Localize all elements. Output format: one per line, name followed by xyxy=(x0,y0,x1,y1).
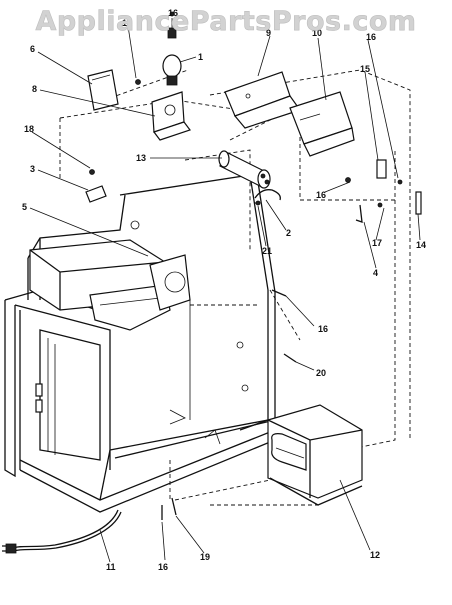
callout-21: 21 xyxy=(262,246,272,256)
screw xyxy=(171,497,177,516)
interlock-latch xyxy=(85,185,107,203)
screw xyxy=(283,353,297,363)
callout-11: 11 xyxy=(106,562,116,572)
mount-hole xyxy=(130,220,140,230)
callout-16-lamp: 16 xyxy=(122,18,132,28)
high-voltage-transformer xyxy=(267,404,363,506)
callout-9: 9 xyxy=(266,28,271,38)
callout-18: 18 xyxy=(24,124,34,134)
callout-16-mid: 16 xyxy=(316,190,326,200)
callout-labels: 16 1 16 6 8 9 10 16 15 18 3 13 5 16 2 21… xyxy=(22,8,426,572)
lamp-bracket xyxy=(151,91,191,141)
callout-4: 4 xyxy=(373,268,378,278)
screw xyxy=(397,179,403,185)
lamp-bulb xyxy=(162,27,182,86)
switch-actuator xyxy=(355,159,422,223)
callout-6: 6 xyxy=(30,44,35,54)
lamp-cover xyxy=(87,69,119,111)
mount-bracket-right xyxy=(289,91,355,157)
callout-13: 13 xyxy=(136,153,146,163)
screw xyxy=(255,200,261,206)
callout-17: 17 xyxy=(372,238,382,248)
mount-hole xyxy=(241,384,249,392)
callout-16-right: 16 xyxy=(366,32,376,42)
callout-16-chassis: 16 xyxy=(318,324,328,334)
door-switch-slot xyxy=(35,383,43,397)
assembly-guide-lines xyxy=(59,69,411,506)
high-voltage-capacitor xyxy=(218,150,271,189)
waveguide-housing xyxy=(29,239,191,331)
screw xyxy=(135,79,141,85)
chassis-cabinet xyxy=(4,174,276,513)
screw xyxy=(169,11,175,17)
power-cord xyxy=(2,509,122,554)
screw xyxy=(89,169,95,175)
callout-14: 14 xyxy=(416,240,426,250)
screw xyxy=(271,289,287,297)
callout-1: 1 xyxy=(198,52,203,62)
callout-16-top: 16 xyxy=(168,8,178,18)
callout-16-bottom: 16 xyxy=(158,562,168,572)
callout-19: 19 xyxy=(200,552,210,562)
door-switch-slot xyxy=(35,399,43,413)
screw xyxy=(377,202,383,208)
callout-leaders xyxy=(29,18,421,563)
mount-hole xyxy=(236,341,244,349)
callout-8: 8 xyxy=(32,84,37,94)
callout-10: 10 xyxy=(312,28,322,38)
callout-5: 5 xyxy=(22,202,27,212)
mount-bracket-left xyxy=(224,71,301,129)
callout-3: 3 xyxy=(30,164,35,174)
callout-15: 15 xyxy=(360,64,370,74)
callout-20: 20 xyxy=(316,368,326,378)
site-watermark: AppliancePartsPros.com xyxy=(35,6,417,38)
callout-12: 12 xyxy=(370,550,380,560)
callout-2: 2 xyxy=(286,228,291,238)
